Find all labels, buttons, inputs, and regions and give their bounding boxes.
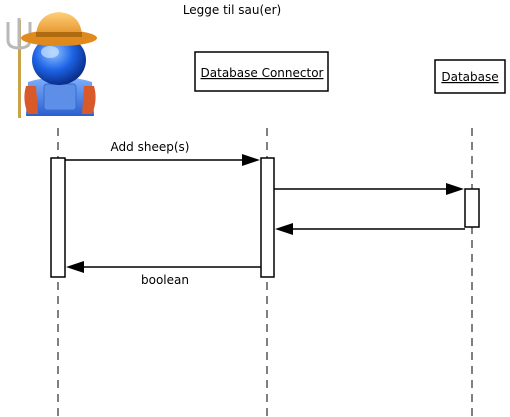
database-connector-box: Database Connector bbox=[194, 51, 329, 92]
farmer-icon bbox=[6, 12, 97, 118]
message-return-boolean: boolean bbox=[66, 261, 261, 287]
message-database-return bbox=[275, 223, 465, 235]
database-connector-label: Database Connector bbox=[201, 66, 324, 80]
diagram-title: Legge til sau(er) bbox=[183, 3, 281, 17]
database-box: Database bbox=[434, 59, 506, 94]
message-add-sheep-label: Add sheep(s) bbox=[111, 140, 190, 154]
message-connector-to-database bbox=[274, 183, 464, 195]
database-activation-bar bbox=[464, 188, 480, 228]
database-label: Database bbox=[441, 70, 498, 84]
message-return-boolean-label: boolean bbox=[141, 273, 189, 287]
connector-activation-bar bbox=[260, 157, 275, 278]
message-add-sheep: Add sheep(s) bbox=[65, 140, 260, 166]
actor-activation-bar bbox=[50, 157, 66, 278]
